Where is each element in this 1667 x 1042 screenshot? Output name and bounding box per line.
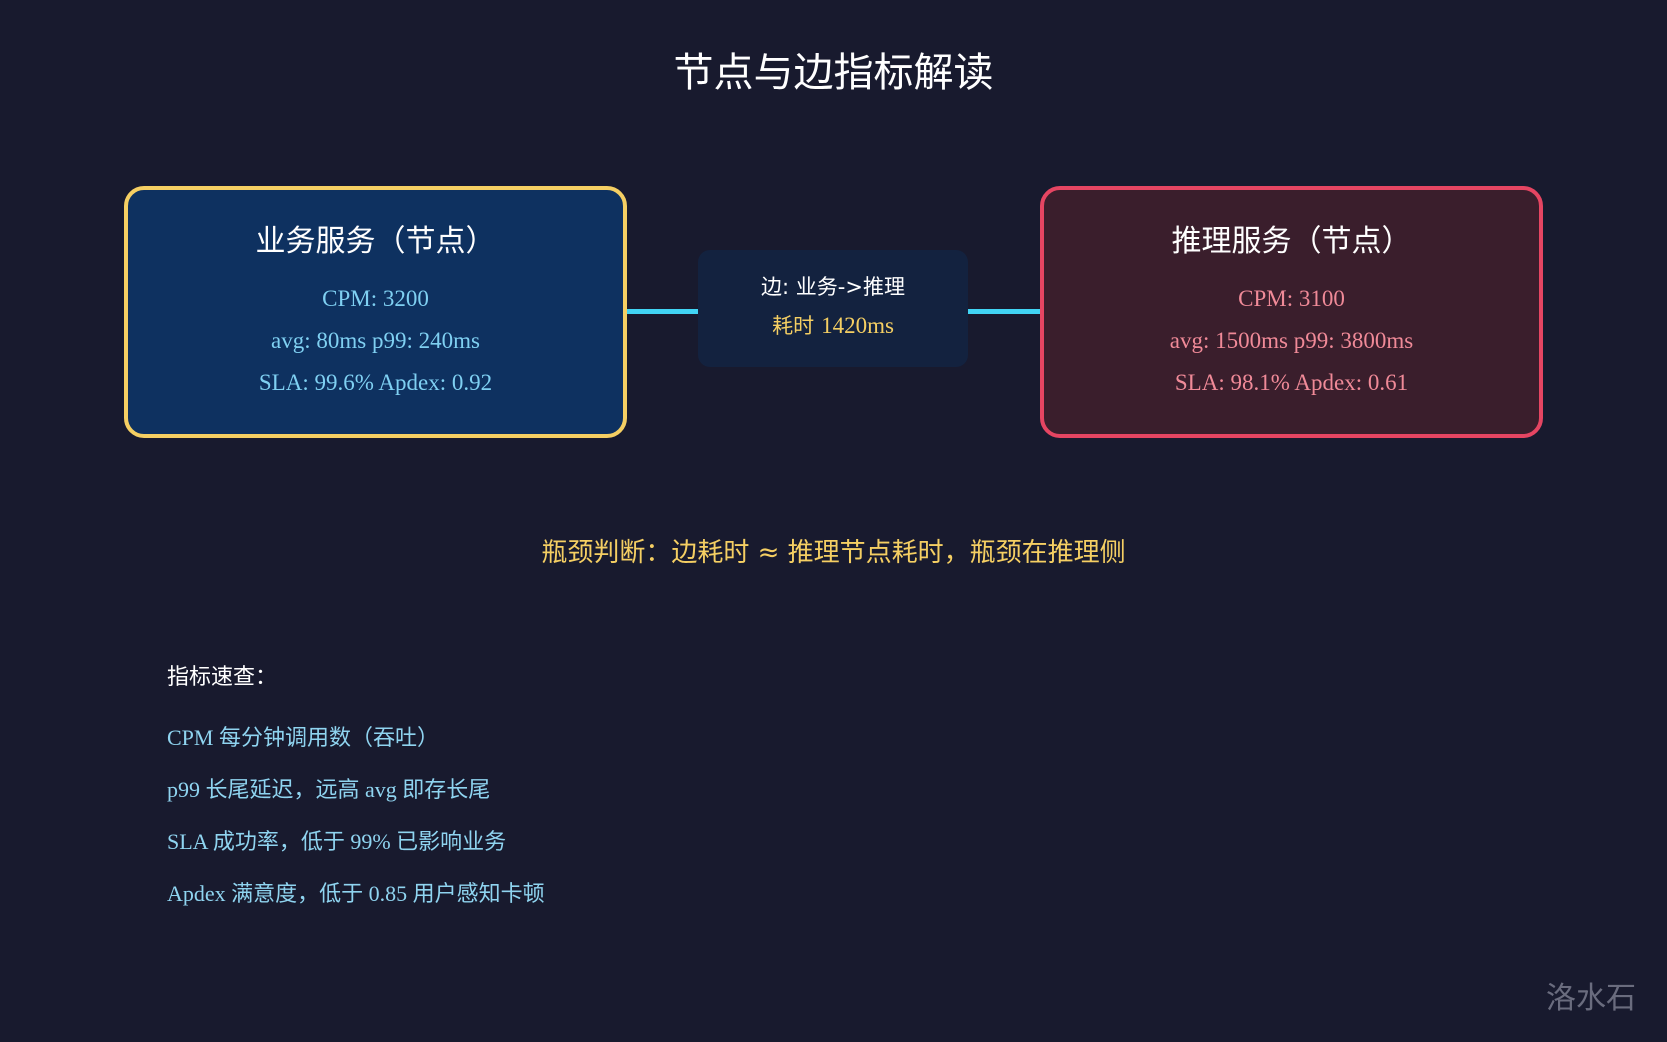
edge-time-value: 1420ms <box>821 313 894 338</box>
edge-connector-right <box>968 309 1040 314</box>
edge-time-prefix: 耗时 <box>772 314 815 338</box>
metric-cpm: CPM: 3100 <box>1238 286 1345 311</box>
metric-sla-apdex: SLA: 99.6% Apdex: 0.92 <box>258 370 493 395</box>
edge-label: 边: 业务->推理 <box>761 275 905 299</box>
bottleneck-verdict: 瓶颈判断：边耗时 ≈ 推理节点耗时，瓶颈在推理侧 <box>541 538 1126 568</box>
node-inference-service[interactable]: 推理服务（节点） CPM: 3100 avg: 1500ms p99: 3800… <box>1040 186 1543 438</box>
node-business-service[interactable]: 业务服务（节点） CPM: 3200 avg: 80ms p99: 240ms … <box>124 186 627 438</box>
legend-item-sla: SLA 成功率，低于 99% 已影响业务 <box>167 829 507 854</box>
node-metrics: CPM: 3100 avg: 1500ms p99: 3800ms SLA: 9… <box>1044 278 1539 404</box>
edge-business-to-inference[interactable]: 边: 业务->推理 耗时 1420ms <box>698 250 968 367</box>
metric-sla-apdex: SLA: 98.1% Apdex: 0.61 <box>1174 370 1409 395</box>
watermark: 洛水石 <box>1546 981 1636 1016</box>
node-title: 推理服务（节点） <box>1171 224 1412 259</box>
diagram-title: 节点与边指标解读 <box>673 50 994 96</box>
edge-connector-left <box>627 309 698 314</box>
metric-cpm: CPM: 3200 <box>322 286 429 311</box>
node-metrics: CPM: 3200 avg: 80ms p99: 240ms SLA: 99.6… <box>128 278 623 404</box>
metric-latency: avg: 1500ms p99: 3800ms <box>1169 328 1414 353</box>
legend-item-cpm: CPM 每分钟调用数（吞吐） <box>167 725 439 750</box>
metric-latency: avg: 80ms p99: 240ms <box>271 328 480 353</box>
legend-item-p99: p99 长尾延迟，远高 avg 即存长尾 <box>167 777 491 802</box>
node-title: 业务服务（节点） <box>255 224 496 259</box>
metric-legend: CPM 每分钟调用数（吞吐） p99 长尾延迟，远高 avg 即存长尾 SLA … <box>167 722 545 930</box>
edge-time: 耗时 1420ms <box>698 310 968 343</box>
legend-title: 指标速查： <box>167 665 278 690</box>
legend-item-apdex: Apdex 满意度，低于 0.85 用户感知卡顿 <box>167 881 545 906</box>
